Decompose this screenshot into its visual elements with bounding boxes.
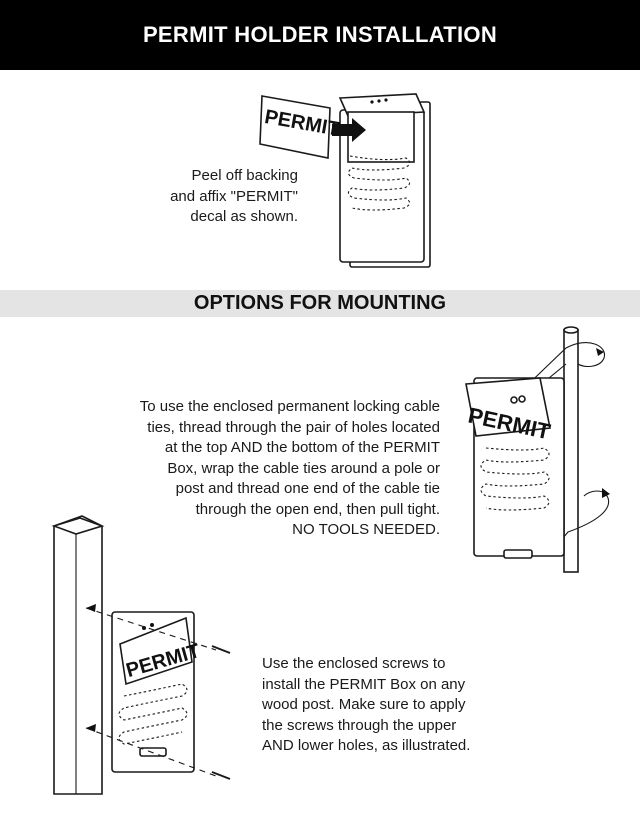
header-bar: PERMIT HOLDER INSTALLATION — [0, 0, 640, 70]
cable-tie-line: Box, wrap the cable ties around a pole o… — [167, 459, 440, 477]
screw-instruction-line: Use the enclosed screws to — [262, 655, 446, 672]
cable-tie-line: To use the enclosed permanent locking ca… — [139, 398, 440, 415]
section-bar: OPTIONS FOR MOUNTING — [0, 290, 640, 317]
cable-tie-illustration: PERMIT — [465, 326, 610, 573]
cable-tie-line: at the top AND the bottom of the PERMIT — [164, 439, 440, 456]
cable-tie-line: NO TOOLS NEEDED. — [292, 521, 440, 538]
screw-instructions: Use the enclosed screws to install the P… — [262, 654, 522, 757]
decal-instruction-line: decal as shown. — [190, 208, 298, 225]
decal-instructions: Peel off backing and affix "PERMIT" deca… — [140, 166, 298, 228]
screw-instruction-line: AND lower holes, as illustrated. — [262, 737, 471, 754]
screw-illustration: PERMIT — [51, 515, 231, 795]
decal-instruction-line: Peel off backing — [191, 167, 298, 184]
decal-instruction-line: and affix "PERMIT" — [170, 187, 298, 205]
cable-tie-line: through the open end, then pull tight. — [195, 500, 440, 518]
cable-tie-line: ties, thread through the pair of holes l… — [147, 418, 440, 436]
cable-tie-instructions: To use the enclosed permanent locking ca… — [90, 397, 440, 541]
page-title: PERMIT HOLDER INSTALLATION — [142, 22, 498, 47]
screw-instruction-line: install the PERMIT Box on any — [262, 675, 466, 693]
cable-tie-line: post and thread one end of the cable tie — [175, 480, 440, 497]
decal-illustration: PERMIT — [259, 93, 431, 268]
screw-instruction-line: the screws through the upper — [262, 716, 457, 734]
screw-instruction-line: wood post. Make sure to apply — [262, 696, 466, 713]
section-title: OPTIONS FOR MOUNTING — [193, 292, 447, 314]
